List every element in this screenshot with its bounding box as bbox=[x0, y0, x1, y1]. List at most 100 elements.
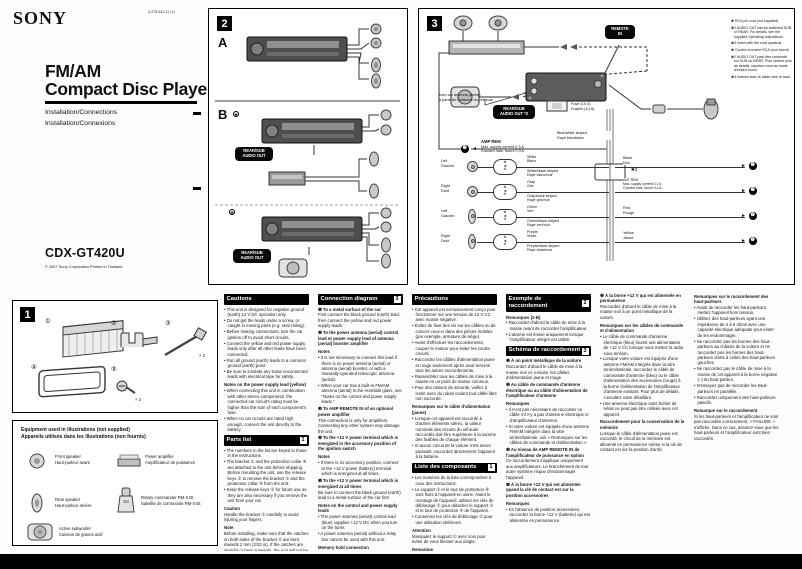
header-label: Liste des composants bbox=[414, 464, 477, 471]
wire-note: Courant max. fourni 0,1 A bbox=[623, 186, 662, 191]
paragraph: This connection is only for amplifiers. … bbox=[318, 417, 400, 434]
connector-arrow-symbol: ◄ bbox=[503, 188, 507, 193]
connector-arrow-symbol: ◄ bbox=[503, 213, 507, 218]
bullet-item: • This unit is designed for negative gro… bbox=[224, 306, 305, 317]
wire-fr: Noir bbox=[623, 160, 630, 165]
numbered-item: ❷ To the power antenna (aerial) control … bbox=[318, 330, 403, 404]
bullet-item: • Raccordez d'abord le câble de mise à l… bbox=[506, 320, 588, 331]
numbered-item: ❹ À la borne +12 V qui est alimentée qua… bbox=[506, 482, 591, 523]
numbered-item-title: ❺ To the +12 V power terminal which is e… bbox=[318, 478, 399, 489]
bullet-item: • Before making connections, turn the ca… bbox=[224, 329, 303, 340]
label-fr: Haut-parleur avant bbox=[55, 459, 90, 465]
rotary-commander-icon bbox=[117, 487, 135, 520]
part-number-5: ⑤ bbox=[111, 366, 117, 373]
paragraph: Be sure to connect the black ground (ear… bbox=[318, 489, 401, 500]
model-number: CDX-GT420U bbox=[45, 246, 125, 260]
wire-en: Red bbox=[623, 206, 630, 210]
paragraph: Raccordez d'abord le câble de mise à la … bbox=[600, 303, 677, 320]
amp-rem-note-fr: Courant max. fourni 0,3 A bbox=[481, 149, 525, 154]
bullet-item: • Ne raccordez pas les bornes des haut-p… bbox=[694, 338, 776, 366]
wire-line bbox=[615, 241, 745, 243]
diagram-a-label: A bbox=[218, 35, 228, 50]
alt-note-symbol: ✱ bbox=[229, 209, 235, 215]
bullet-item: • Ne raccordez pas le câble de mise à la… bbox=[694, 366, 778, 383]
equipment-title: Equipment used in illustrations (not sup… bbox=[21, 427, 146, 441]
side-fr: Gauche bbox=[441, 163, 455, 168]
numbered-item-title: ❶ À un point métallique de la voiture bbox=[506, 358, 582, 364]
numbered-item: ❺ À la borne +12 V qui est alimentée en … bbox=[600, 293, 685, 321]
bullet-item: • The bracket ① and the protection colla… bbox=[224, 459, 307, 487]
connector-minus-symbol: ⊖ bbox=[503, 217, 507, 222]
side-fr: Gauche bbox=[441, 213, 455, 218]
bullet-item: • Le câble de commande d'antenne électri… bbox=[600, 334, 684, 356]
header-number-badge: 2 bbox=[581, 299, 589, 307]
diagram-footnotes: ✱ RCA pin cord (not supplied)✱2 AUDIO OU… bbox=[731, 19, 792, 82]
arrow-icon: ► bbox=[741, 163, 746, 169]
arrow-icon: ► bbox=[741, 238, 746, 244]
footnote: ✱3 Insert with the cord upwards. bbox=[731, 41, 783, 46]
bullet-item: • Keep the release keys ② for future use… bbox=[224, 487, 308, 504]
subtitle: Installation/Connections Installation/Co… bbox=[45, 108, 117, 130]
lead-fr: Violet bbox=[527, 234, 537, 239]
text-column: ❺ À la borne +12 V qui est alimentée en … bbox=[600, 291, 685, 551]
connector-plus-symbol: ⊕ bbox=[503, 234, 507, 239]
wire-callout-number: ❷ bbox=[749, 187, 757, 195]
bullet-item: • Connect the yellow and red power suppl… bbox=[224, 340, 306, 357]
side-en: Right bbox=[441, 234, 450, 238]
part-3-quantity: × 2 bbox=[199, 353, 205, 358]
lead-en: White/black striped bbox=[527, 168, 559, 173]
wire-line bbox=[615, 191, 745, 193]
numbered-item: ❺ To the +12 V power terminal which is e… bbox=[318, 478, 403, 500]
label-fr: Amplificateur de puissance bbox=[145, 459, 196, 465]
header-number-badge: 1 bbox=[487, 464, 495, 472]
wire-line bbox=[477, 241, 609, 243]
side-en: Left bbox=[441, 209, 448, 213]
wire-line bbox=[477, 166, 609, 168]
wire-line bbox=[615, 166, 745, 168]
copyright-line: © 2007 Sony Corporation Printed in Thail… bbox=[45, 264, 123, 269]
label-fr: Satellite de commande RM-X4S bbox=[141, 500, 201, 506]
header-label: Précautions bbox=[414, 295, 449, 302]
subheader: Note bbox=[224, 525, 234, 531]
side-fr: Droit bbox=[441, 188, 450, 193]
from-antenna-fr: à partir de l'antenne du véhicule bbox=[439, 97, 493, 102]
lead-en: Purple bbox=[527, 230, 538, 234]
section-2-badge: 2 bbox=[217, 16, 232, 31]
wire-en: Black bbox=[623, 156, 633, 160]
fuse-label: Fuse (10 A) Fusible (10 A) bbox=[571, 102, 594, 111]
lead-en: Purple/black striped bbox=[527, 243, 560, 248]
oval-speaker-icon bbox=[468, 234, 476, 249]
bullet-item: • If there is no accessory position, con… bbox=[318, 460, 399, 477]
side-en: Left bbox=[441, 159, 448, 163]
b-note-symbol: ✱ bbox=[233, 111, 239, 117]
arrow-icon: ► bbox=[741, 188, 746, 194]
speaker-connector: ⊕◄⊖ bbox=[493, 233, 517, 250]
fuse-label-en: Fuse (10 A) bbox=[571, 102, 591, 106]
side-fr: Droit bbox=[441, 238, 450, 243]
block-note-symbol: ✱3 bbox=[631, 167, 638, 172]
subheader: Notes bbox=[318, 454, 330, 460]
bullet-item: • Évitez de fixer des vis sur les câbles… bbox=[412, 323, 496, 340]
bullet-item: • Avant d'effectuer les raccordements, c… bbox=[412, 340, 491, 357]
bullet-item: • Raccordez uniquement des haut-parleurs… bbox=[694, 394, 776, 406]
section-2-diagram bbox=[215, 23, 400, 278]
rear-sub-audio-out-badge: REAR/SUB AUDIO OUT bbox=[233, 249, 271, 263]
connector-arrow-symbol: ◄ bbox=[503, 163, 507, 168]
part-number-3: ③ bbox=[165, 320, 171, 327]
bullet-item: • Conservez les clés de déblocage ② pour… bbox=[412, 514, 493, 525]
